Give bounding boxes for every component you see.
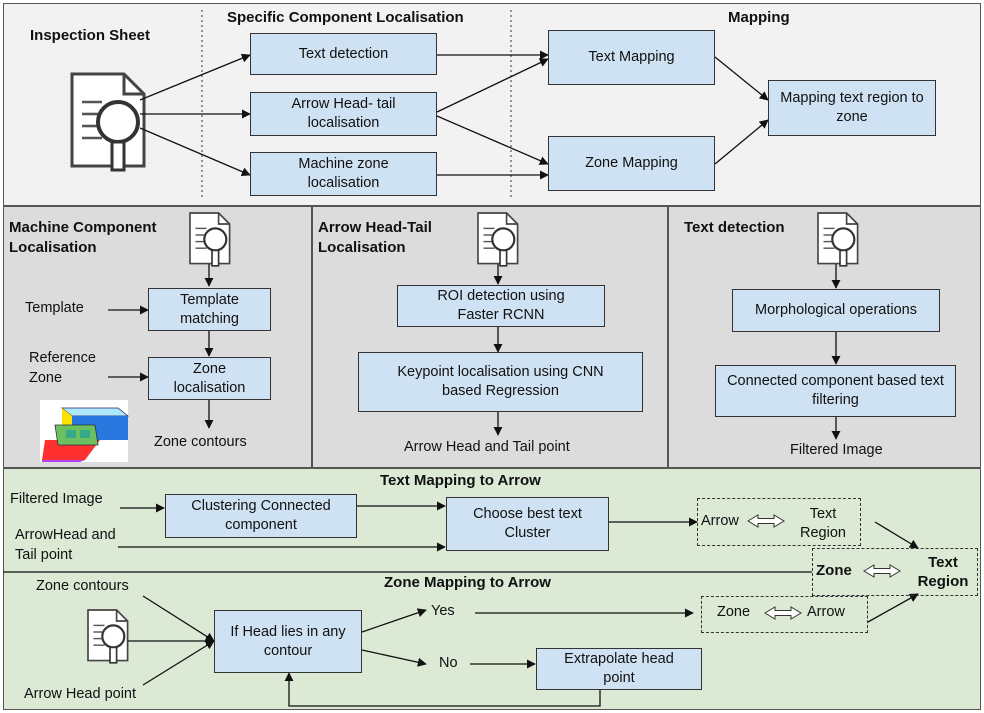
document-search-icon bbox=[816, 211, 859, 267]
zone-to-arrow-title: Zone Mapping to Arrow bbox=[384, 574, 551, 591]
specific-localisation-header: Specific Component Localisation bbox=[227, 9, 464, 26]
arrow-panel-title: Arrow Head-Tail Localisation bbox=[318, 219, 432, 256]
arrow-head-point-input: Arrow Head point bbox=[24, 686, 137, 702]
reference-zone-label: Reference Zone bbox=[29, 350, 96, 386]
clustering-box: Clustering Connected component bbox=[165, 494, 357, 538]
zone-arrow-box: Zone Arrow bbox=[701, 596, 868, 633]
text-mapping-box: Text Mapping bbox=[548, 30, 715, 85]
inspection-sheet-title: Inspection Sheet bbox=[30, 27, 151, 44]
mapping-text-region-box: Mapping text region to zone bbox=[768, 80, 936, 136]
arrow-head-tail-output: Arrow Head and Tail point bbox=[404, 439, 570, 455]
connected-component-box: Connected component based text filtering bbox=[715, 365, 956, 417]
zone-contours-input: Zone contours bbox=[36, 578, 129, 594]
template-matching-box: Template matching bbox=[148, 288, 271, 331]
choose-cluster-box: Choose best text Cluster bbox=[446, 497, 609, 551]
document-search-icon bbox=[86, 608, 129, 664]
final-zone-label: Zone bbox=[816, 562, 852, 579]
keypoint-localisation-box: Keypoint localisation using CNN based Re… bbox=[358, 352, 643, 412]
arrow-label: Arrow bbox=[701, 513, 739, 529]
double-arrow-icon bbox=[747, 514, 785, 528]
arrow-result-label: Arrow bbox=[807, 604, 845, 620]
filtered-image-input: Filtered Image bbox=[10, 491, 103, 507]
document-search-icon bbox=[70, 72, 146, 172]
text-to-arrow-title: Text Mapping to Arrow bbox=[380, 472, 541, 489]
double-arrow-icon bbox=[863, 564, 901, 578]
zone-contours-output: Zone contours bbox=[154, 434, 247, 450]
template-label: Template bbox=[25, 300, 84, 316]
morphological-box: Morphological operations bbox=[732, 289, 940, 332]
double-arrow-icon bbox=[764, 606, 802, 620]
arrow-text-region-box: Arrow Text Region bbox=[697, 498, 861, 546]
text-detection-panel-title: Text detection bbox=[684, 219, 785, 236]
zone-localisation-box: Zone localisation bbox=[148, 357, 271, 400]
machine-panel-title: Machine Component Localisation bbox=[9, 219, 157, 256]
roi-detection-box: ROI detection using Faster RCNN bbox=[397, 285, 605, 327]
final-text-region-label: Text Region bbox=[917, 554, 969, 590]
text-region-label: Text Region bbox=[800, 506, 846, 541]
head-in-contour-box: If Head lies in any contour bbox=[214, 610, 362, 673]
zone-label: Zone bbox=[717, 604, 751, 620]
yes-label: Yes bbox=[431, 603, 455, 619]
arrow-head-tail-box: Arrow Head- tail localisation bbox=[250, 92, 437, 136]
mapping-header: Mapping bbox=[728, 9, 790, 26]
text-detection-box: Text detection bbox=[250, 33, 437, 75]
extrapolate-box: Extrapolate head point bbox=[536, 648, 702, 690]
zone-text-region-box: Zone Text Region bbox=[812, 548, 978, 596]
document-search-icon bbox=[188, 211, 231, 267]
filtered-image-output: Filtered Image bbox=[790, 442, 883, 458]
zone-mapping-box: Zone Mapping bbox=[548, 136, 715, 191]
machine-zone-box: Machine zone localisation bbox=[250, 152, 437, 196]
machine-3d-icon bbox=[40, 400, 130, 462]
no-label: No bbox=[439, 655, 458, 671]
arrowhead-tail-input: ArrowHead and Tail point bbox=[15, 527, 116, 563]
